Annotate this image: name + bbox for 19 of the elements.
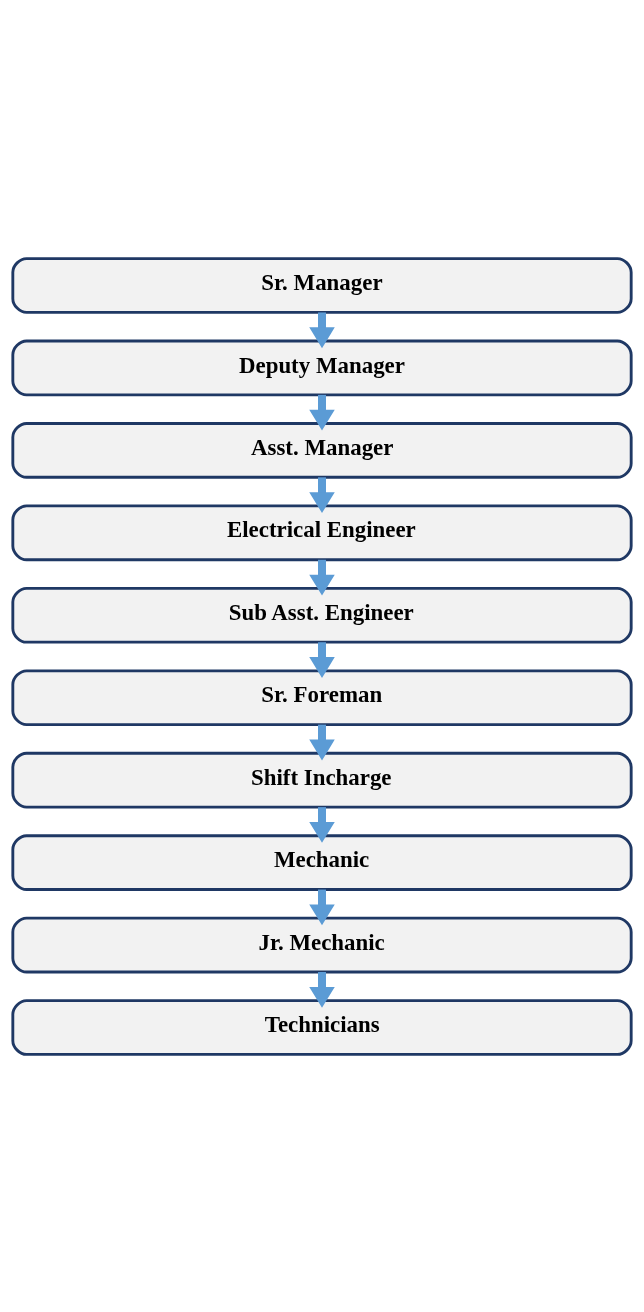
node-box: Technicians <box>11 998 633 1056</box>
arrow <box>309 971 335 1008</box>
arrow <box>309 394 335 431</box>
arrow <box>309 559 335 595</box>
node-box: Electrical Engineer <box>11 504 633 561</box>
node-box: Sr. Manager <box>11 256 633 314</box>
node-box: Deputy Manager <box>11 339 633 396</box>
node-box: Jr. Mechanic <box>11 916 633 973</box>
node-box: Sr. Foreman <box>11 668 633 726</box>
node-box: Shift Incharge <box>11 751 633 808</box>
arrow <box>309 476 335 513</box>
node-box: Mechanic <box>11 833 633 891</box>
arrow <box>309 641 335 678</box>
arrow <box>309 889 335 925</box>
arrow <box>309 311 335 348</box>
node-box: Sub Asst. Engineer <box>11 586 633 644</box>
arrow <box>309 724 335 760</box>
arrow <box>309 806 335 843</box>
node-box: Asst. Manager <box>11 421 633 479</box>
